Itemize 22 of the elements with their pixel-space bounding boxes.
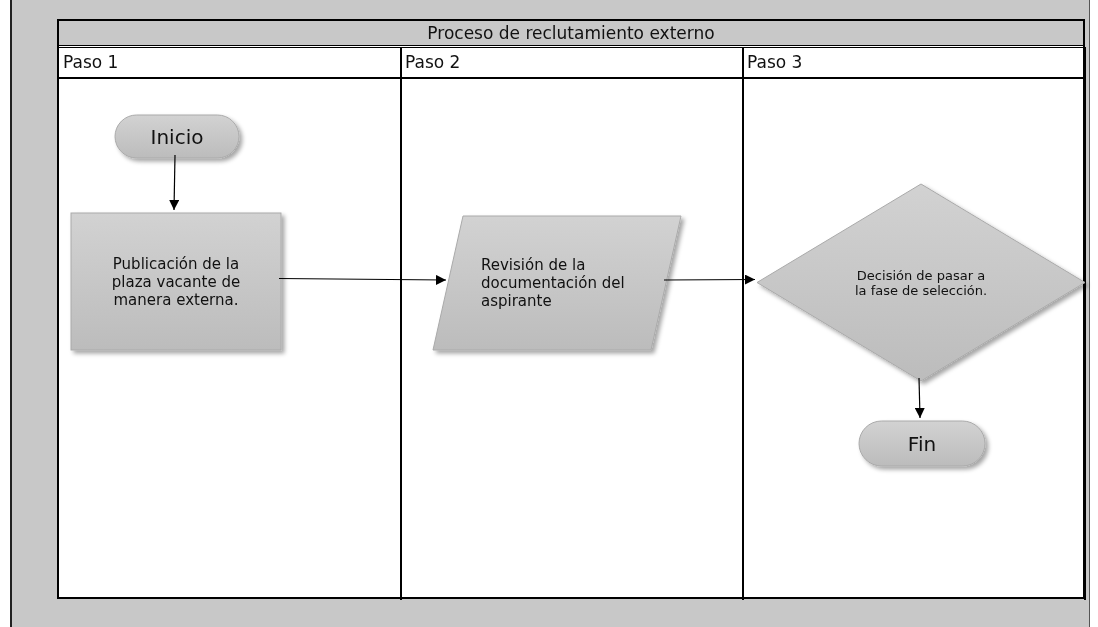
arrow bbox=[278, 274, 447, 285]
swimlane bbox=[743, 47, 1086, 600]
lane-title: Paso 1 bbox=[63, 52, 119, 72]
decision-diamond bbox=[757, 184, 1085, 381]
node-text: Decisión de pasar a la fase de selección. bbox=[853, 267, 989, 298]
pool bbox=[57, 19, 1085, 599]
swimlane bbox=[401, 47, 744, 600]
lane-title: Paso 2 bbox=[405, 52, 461, 72]
process-box bbox=[71, 213, 281, 350]
terminal-pill bbox=[115, 115, 239, 158]
arrow bbox=[169, 154, 180, 211]
lane-title: Paso 3 bbox=[747, 52, 803, 72]
swimlane bbox=[59, 47, 402, 600]
arrow bbox=[663, 274, 756, 285]
arrow bbox=[914, 377, 925, 419]
terminal-pill bbox=[859, 421, 985, 466]
node-text: Inicio bbox=[150, 124, 204, 149]
data-parallelogram bbox=[433, 216, 681, 350]
node-text: Revisión de la documentación del aspirante bbox=[481, 256, 626, 310]
node-text: Publicación de la plaza vacante de manera externa. bbox=[110, 254, 242, 309]
node-text: Fin bbox=[907, 431, 937, 456]
pool-title: Proceso de reclutamiento externo bbox=[426, 23, 716, 43]
